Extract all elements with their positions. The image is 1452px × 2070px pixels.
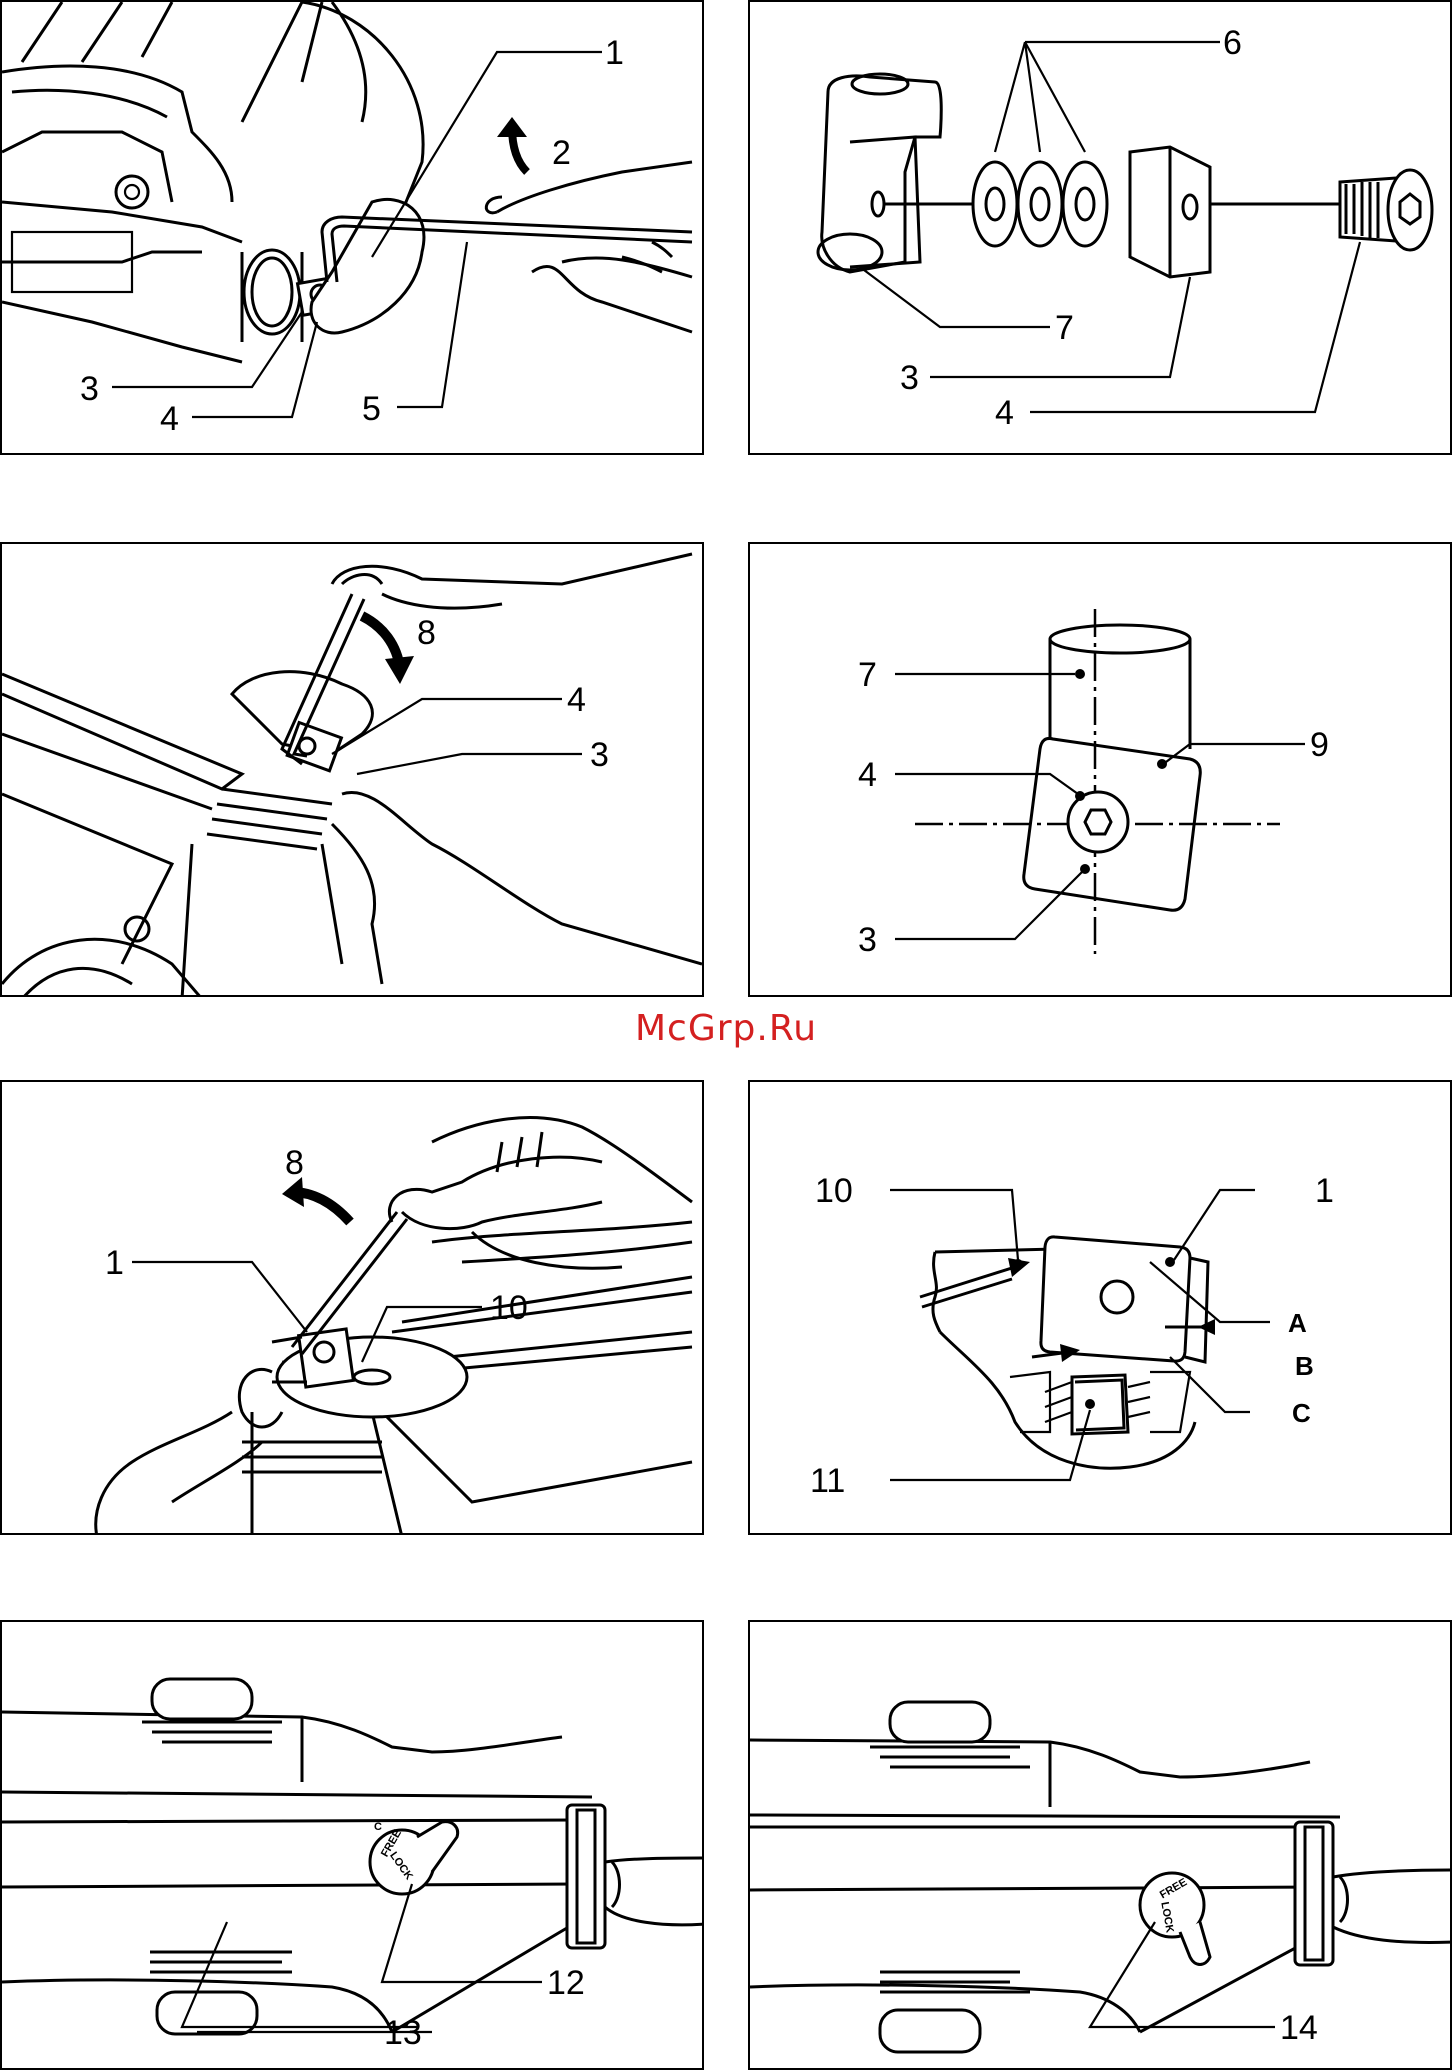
fig6-label-b: B xyxy=(1295,1351,1314,1381)
fig6-label-c: C xyxy=(1292,1398,1311,1428)
figure-8-drawing: LOCK FREE 14 xyxy=(750,1622,1452,2070)
figure-6-panel: 10 1 A B C 11 xyxy=(748,1080,1452,1535)
figure-4-drawing: 7 4 9 3 xyxy=(750,544,1452,997)
fig3-label-4: 4 xyxy=(567,681,586,719)
watermark-text: McGrp.Ru xyxy=(0,1008,1452,1049)
fig5-label-8: 8 xyxy=(285,1144,304,1182)
fig3-label-8: 8 xyxy=(417,614,436,652)
fig6-label-10: 10 xyxy=(815,1172,853,1210)
fig1-label-5: 5 xyxy=(362,390,381,428)
figure-5-drawing: 8 1 10 xyxy=(2,1082,704,1535)
fig1-label-3: 3 xyxy=(80,370,99,408)
fig2-label-6: 6 xyxy=(1223,24,1242,62)
figure-5-panel: 8 1 10 xyxy=(0,1080,704,1535)
figure-4-panel: 7 4 9 3 xyxy=(748,542,1452,997)
fig8-label-14: 14 xyxy=(1280,2009,1318,2047)
fig2-label-3: 3 xyxy=(900,359,919,397)
fig2-label-4: 4 xyxy=(995,394,1014,432)
figure-2-drawing: 6 7 3 4 xyxy=(750,2,1452,455)
fig6-label-1: 1 xyxy=(1315,1172,1334,1210)
fig7-knob-c: C xyxy=(374,1821,382,1833)
fig5-label-1: 1 xyxy=(105,1244,124,1282)
fig7-label-12: 12 xyxy=(547,1964,585,2002)
figure-2-panel: 6 7 3 4 xyxy=(748,0,1452,455)
fig1-label-4: 4 xyxy=(160,400,179,438)
figure-1-drawing: 1 2 3 4 5 xyxy=(2,2,704,455)
fig4-label-7: 7 xyxy=(858,656,877,694)
fig5-label-10: 10 xyxy=(490,1289,528,1327)
fig6-label-11: 11 xyxy=(810,1462,845,1500)
fig1-label-2: 2 xyxy=(552,134,571,172)
fig6-label-a: A xyxy=(1288,1308,1307,1338)
fig3-label-3: 3 xyxy=(590,736,609,774)
figure-7-drawing: LOCK FREE C 12 13 xyxy=(2,1622,704,2070)
fig4-label-4: 4 xyxy=(858,756,877,794)
fig2-label-7: 7 xyxy=(1055,309,1074,347)
fig7-label-13: 13 xyxy=(384,2014,422,2052)
fig4-label-9: 9 xyxy=(1310,726,1329,764)
fig1-label-1: 1 xyxy=(605,34,624,72)
figure-3-panel: 8 4 3 xyxy=(0,542,704,997)
fig4-label-3: 3 xyxy=(858,921,877,959)
figure-3-drawing: 8 4 3 xyxy=(2,544,704,997)
figure-1-panel: 1 2 3 4 5 xyxy=(0,0,704,455)
figure-8-panel: LOCK FREE 14 xyxy=(748,1620,1452,2070)
figure-6-drawing: 10 1 A B C 11 xyxy=(750,1082,1452,1535)
figure-7-panel: LOCK FREE C 12 13 xyxy=(0,1620,704,2070)
